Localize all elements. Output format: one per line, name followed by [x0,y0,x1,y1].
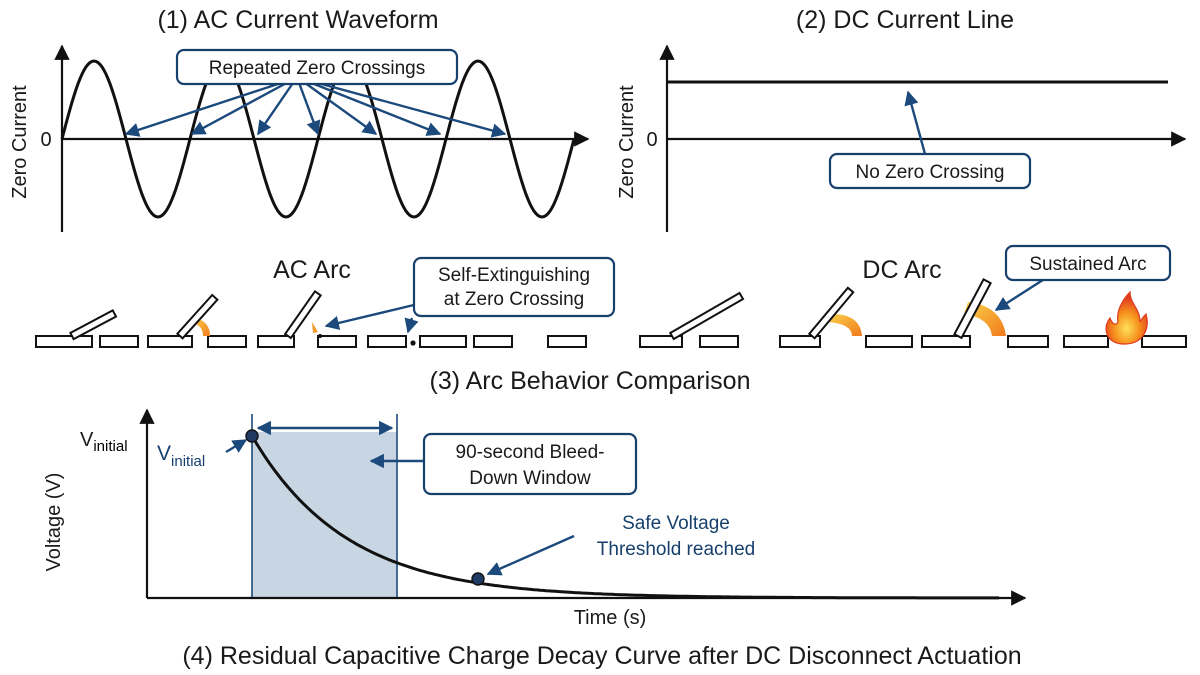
spark-dot [318,334,322,338]
contact-right [207,335,247,348]
no-zero-crossing-text: No Zero Crossing [856,162,1005,183]
switch-blade [668,291,745,341]
dc-zero-tick: 0 [646,129,657,151]
sustained-arc-callout [1004,244,1172,282]
self-extinguishing-line1: Self-Extinguishing [438,265,590,286]
dc-y-axis-label: Zero Current [616,85,638,199]
no-zero-crossing-callout [828,152,1032,190]
contact-right [99,335,139,348]
dc-switch-fire [1063,290,1187,348]
ac-switch-extinguishing [257,290,357,348]
ac-zero-crossing-pointers [124,78,507,138]
contact-left [367,335,407,348]
contact-left [639,335,683,348]
bleed-down-window-line2: Down Window [469,468,591,489]
dc-arc [828,314,862,336]
v-initial-pointer [225,438,248,454]
panel-dc-line: (2) DC Current Line Zero Current 0 No Ze… [616,6,1187,232]
contact-right [1007,335,1049,348]
no-zero-crossing-pointer [904,90,927,155]
ac-switch-open [35,309,139,348]
contact-right [1141,335,1187,348]
residual-spark [312,322,318,333]
panel2-title: (2) DC Current Line [796,6,1014,34]
panel4-title: (4) Residual Capacitive Charge Decay Cur… [182,642,1021,670]
ac-switch-small-arc [147,293,247,348]
switch-blade [283,290,323,340]
pointer-crossing-5 [300,79,378,135]
v-initial-annotation: Vinitial [157,442,205,470]
panel-ac-waveform: (1) AC Current Waveform Zero Current 0 R… [9,6,590,232]
contact-right [865,335,913,348]
contact-right [317,335,357,348]
repeated-zero-crossings-text: Repeated Zero Crossings [209,58,426,79]
panel3-title: (3) Arc Behavior Comparison [430,367,751,395]
pointer-crossing-4 [296,79,321,136]
ac-switch-extinguished [367,335,587,348]
pointer-crossing-6 [303,78,442,136]
panel1-title: (1) AC Current Waveform [157,6,438,34]
self-extinguishing-pointer-2 [404,317,419,334]
repeated-zero-crossings-callout [175,48,459,86]
ac-zero-tick: 0 [40,129,51,151]
pointer-crossing-2 [190,78,293,136]
switch-blade [807,286,855,340]
safe-threshold-line1: Safe Voltage [622,513,730,534]
panel-decay-curve: Voltage (V) Time (s) Vinitial Vinitial 9… [43,408,1027,670]
dc-switch-open [639,291,745,348]
decay-curve [250,435,999,600]
pointer-crossing-1 [124,78,291,137]
pointer-crossing-3 [257,79,296,136]
contact-extra-1 [473,335,513,348]
safe-threshold-line2: Threshold reached [597,539,755,560]
safe-threshold-pointer [486,534,575,576]
switch-blade [175,293,219,340]
ac-arc-label: AC Arc [273,256,351,284]
contact-left [257,335,295,348]
dc-switch-arc [779,286,913,348]
pointer-crossing-7 [306,78,507,138]
contact-extra-2 [547,335,587,348]
dc-arc-label: DC Arc [862,256,941,284]
bleed-down-window-callout [422,432,638,496]
v-initial-tick: Vinitial [80,429,128,455]
voltage-axis-label: Voltage (V) [43,473,65,572]
contact-left [921,335,971,348]
dc-switch-sustained-arc [921,278,1049,348]
sustained-arc-pointer [994,276,1047,312]
contact-left [35,335,93,348]
self-extinguishing-pointer-1 [324,302,419,330]
contact-right [419,335,467,348]
contact-left [147,335,193,348]
time-axis-label: Time (s) [574,607,647,629]
switch-blade [953,278,992,340]
v-initial-point [245,429,259,443]
ac-sine-wave [60,59,576,219]
fire-icon [1105,290,1148,345]
extinguished-dot [410,340,416,346]
ac-y-axis-label: Zero Current [9,85,31,199]
safe-threshold-point [471,572,485,586]
bleed-down-window-area [252,432,397,598]
contact-left [1063,335,1109,348]
self-extinguishing-callout [412,256,616,318]
sustained-arc-text: Sustained Arc [1029,254,1146,275]
contact-right [699,335,739,348]
panel-arc-behavior: AC Arc DC Arc [35,244,1187,395]
switch-blade [69,309,118,341]
bleed-down-window-line1: 90-second Bleed- [456,442,605,463]
self-extinguishing-line2: at Zero Crossing [444,289,584,310]
contact-left [779,335,821,348]
